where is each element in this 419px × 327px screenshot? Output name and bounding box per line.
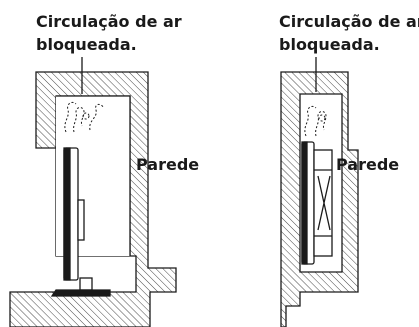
left-caption-line1: Circulação de ar: [36, 12, 182, 31]
left-panel: Circulação de ar bloqueada. Parede: [9, 12, 199, 327]
left-tv-side-view: [50, 147, 111, 297]
left-caption-line2: bloqueada.: [36, 35, 137, 54]
left-cavity-outline: [56, 95, 131, 256]
right-cavity-outline: [299, 93, 343, 273]
right-wall-label: Parede: [336, 155, 399, 174]
right-airflow-icon: [304, 105, 327, 137]
right-caption-line2: bloqueada.: [279, 35, 380, 54]
right-panel: Circulação de ar bloqueada. Parede: [279, 12, 419, 327]
right-caption-line1: Circulação de ar: [279, 12, 419, 31]
right-tv-wall-mounted: [301, 141, 333, 265]
left-airflow-icon: [64, 101, 105, 133]
left-wall-label: Parede: [136, 155, 199, 174]
